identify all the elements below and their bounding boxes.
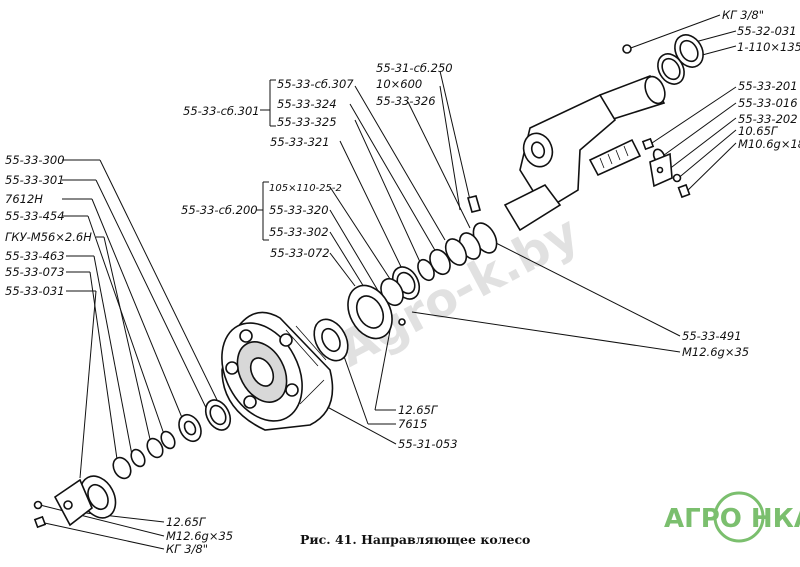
label-pin-10x600: 10×600: [376, 77, 422, 91]
label-55-33-321: 55-33-321: [270, 135, 330, 149]
plug-kg38-top: [622, 44, 632, 54]
label-55-33-016: 55-33-016: [738, 96, 798, 110]
label-55-33-320: 55-33-320: [269, 203, 329, 217]
label-12-65g-mid: 12.65Г: [398, 403, 439, 417]
label-55-33-454: 55-33-454: [5, 209, 65, 223]
label-10-65g: 10.65Г: [738, 124, 779, 138]
bolt-shaft: [588, 138, 642, 177]
label-55-33-201: 55-33-201: [738, 79, 798, 93]
label-7615: 7615: [398, 417, 427, 431]
label-asm-307: 55-33-сб.307: [277, 77, 354, 91]
washer-left: [112, 456, 132, 480]
label-55-33-031: 55-33-031: [5, 284, 65, 298]
bolt-head-small: [641, 137, 655, 151]
crank-arm: [519, 93, 617, 212]
label-seal-105: 105×110-25-2: [269, 183, 342, 194]
logo-text: АГРО НКА: [664, 504, 800, 534]
bolt-m10: [677, 183, 691, 199]
label-gku: ГКУ-М56×2.6Н: [5, 230, 92, 244]
label-55-33-302: 55-33-302: [269, 225, 329, 239]
figure-caption: Рис. 41. Направляющее колесо: [300, 532, 530, 547]
leader-lines: [39, 14, 737, 550]
label-55-33-073: 55-33-073: [5, 265, 65, 279]
plug-kg38-bottom: [33, 500, 43, 510]
part-labels: КГ 3/8" 55-32-031 1-110×135 55-33-201 55…: [5, 8, 800, 556]
label-m12-bottom: M12.6g×35: [166, 529, 233, 543]
nut-gku: [146, 437, 164, 459]
label-asm-250: 55-31-сб.250: [376, 61, 453, 75]
guide-wheel: [221, 311, 334, 431]
bolt-cover: [398, 318, 406, 326]
label-55-33-300: 55-33-300: [5, 153, 65, 167]
label-55-33-301: 55-33-301: [5, 173, 65, 187]
label-55-31-053: 55-31-053: [398, 437, 458, 451]
label-kg38-bottom: КГ 3/8": [166, 542, 208, 556]
label-55-33-202: 55-33-202: [738, 112, 798, 126]
label-m12-right: M12.6g×35: [682, 345, 749, 359]
label-7612n: 7612Н: [5, 192, 43, 206]
label-asm-200: 55-33-сб.200: [181, 203, 258, 217]
logo-ring: [713, 491, 765, 543]
label-seal-top: 1-110×135: [737, 40, 800, 54]
label-55-33-324: 55-33-324: [277, 97, 337, 111]
label-m10: M10.6g×18: [738, 137, 800, 151]
label-55-33-463: 55-33-463: [5, 249, 65, 263]
label-12-65g-bottom: 12.65Г: [166, 515, 207, 529]
parts-drawing: [33, 34, 704, 529]
label-55-33-072: 55-33-072: [270, 246, 330, 260]
label-55-33-325: 55-33-325: [277, 115, 337, 129]
logo: АГРО НКА: [664, 491, 800, 543]
label-kg38-top: КГ 3/8": [722, 8, 764, 22]
washer-small: [672, 173, 682, 183]
cotter-pin: [467, 195, 481, 213]
axle-journal: [503, 183, 562, 232]
label-55-33-491: 55-33-491: [682, 329, 742, 343]
label-55-32-031: 55-32-031: [737, 24, 797, 38]
bolt-m12-bottom: [33, 515, 47, 529]
end-cap-plate: [53, 478, 93, 527]
label-asm-301: 55-33-сб.301: [183, 104, 260, 118]
label-55-33-326: 55-33-326: [376, 94, 436, 108]
